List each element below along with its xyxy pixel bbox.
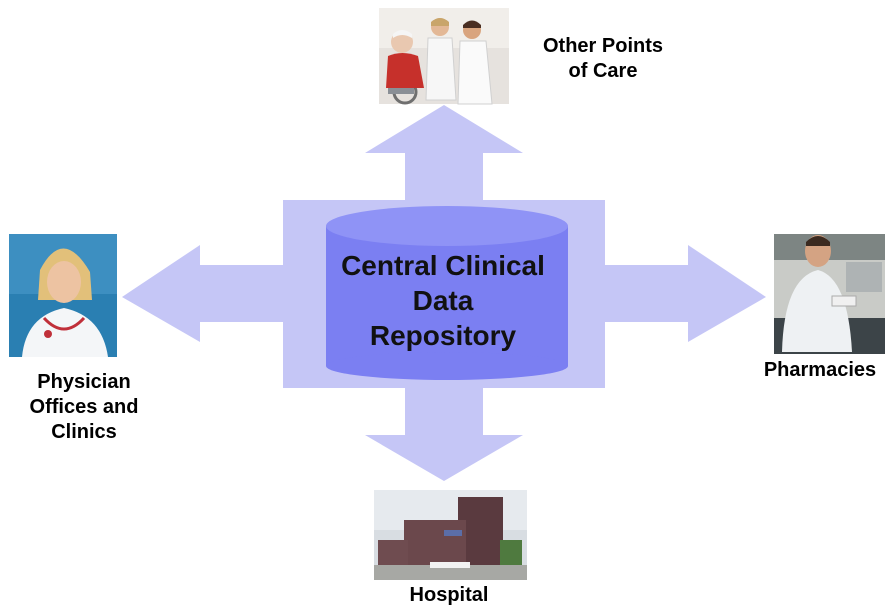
- label-line: of Care: [568, 60, 638, 82]
- physician-photo: [9, 234, 117, 357]
- repository-cylinder: [326, 206, 568, 380]
- label-line: Offices and: [29, 396, 139, 418]
- label-line: Physician: [37, 371, 131, 393]
- label-line: Clinics: [51, 421, 117, 443]
- central-label-line-1: Central Clinical: [341, 250, 545, 281]
- node-pharmacies-label: Pharmacies: [744, 358, 896, 383]
- central-label-line-2: Data: [412, 285, 474, 316]
- arrow-left: [122, 245, 285, 342]
- node-physician-offices-label: Physician Offices and Clinics: [4, 370, 164, 445]
- arrow-right: [603, 245, 766, 342]
- central-label-line-3: Repository: [369, 320, 517, 351]
- central-repository-label: Central Clinical Data Repository: [290, 248, 596, 353]
- label-line: Hospital: [409, 584, 489, 606]
- hospital-photo: [374, 490, 527, 580]
- node-hospital-label: Hospital: [384, 583, 514, 608]
- arrow-up: [365, 105, 523, 202]
- node-other-points-of-care-label: Other Points of Care: [520, 34, 686, 84]
- label-line: Other Points: [542, 35, 663, 57]
- caregivers-photo: [379, 8, 509, 105]
- pharmacist-photo: [774, 234, 885, 354]
- label-line: Pharmacies: [763, 359, 877, 381]
- arrow-down: [365, 386, 523, 481]
